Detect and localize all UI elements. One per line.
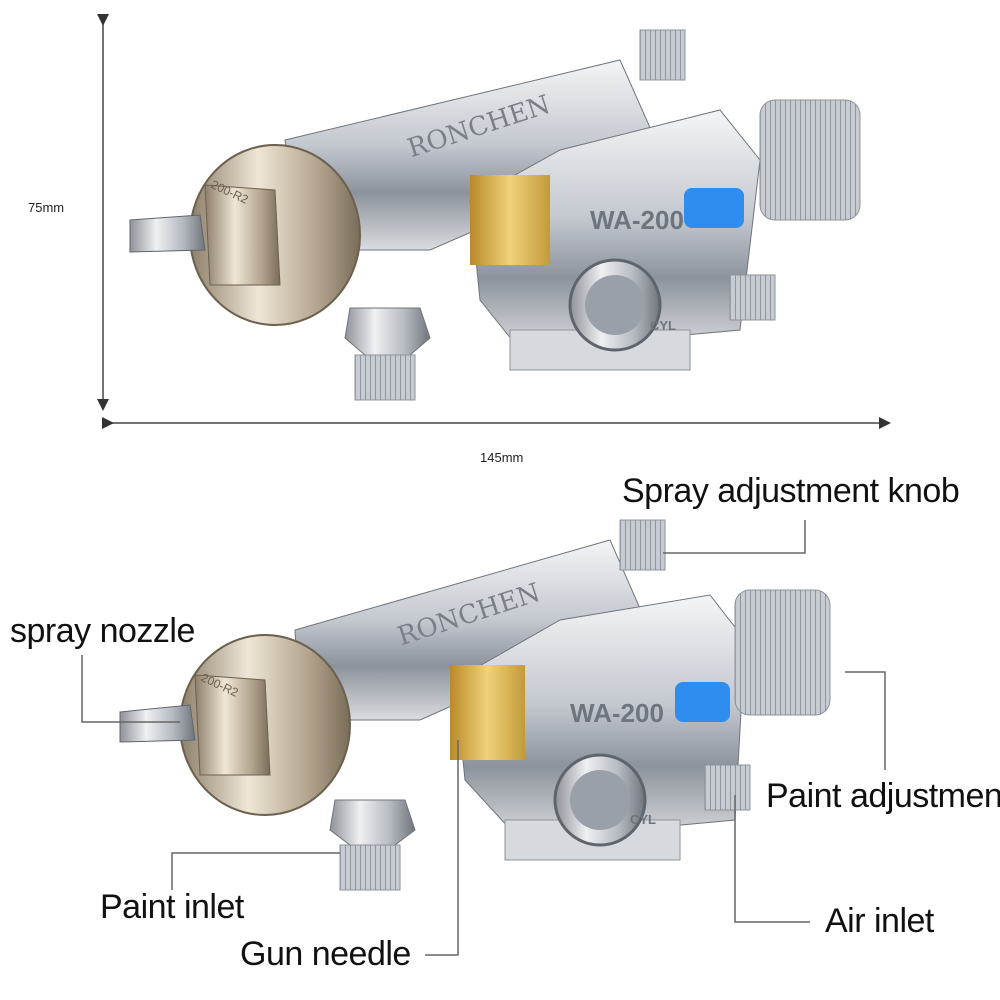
callout-spray-adjustment-knob: Spray adjustment knob	[622, 472, 960, 510]
callout-paint-adjustment: Paint adjustment	[766, 777, 1000, 815]
model-marking-top: WA-200	[590, 205, 684, 235]
leader-spray-nozzle	[81, 655, 180, 723]
leader-spray-knob	[663, 520, 806, 554]
callout-air-inlet: Air inlet	[825, 902, 934, 940]
gun-body-top	[129, 29, 861, 401]
body-marking-top: CYL	[650, 318, 676, 333]
callout-spray-nozzle: spray nozzle	[10, 612, 195, 650]
leader-gun-needle	[425, 740, 459, 956]
callout-paint-inlet: Paint inlet	[100, 888, 244, 926]
leader-paint-adjustment	[845, 671, 886, 770]
leader-paint-inlet	[171, 852, 340, 890]
leader-air-inlet	[734, 795, 810, 923]
body-marking-bottom: CYL	[630, 812, 656, 827]
gun-body-bottom	[119, 519, 831, 891]
callout-gun-needle: Gun needle	[240, 935, 411, 973]
width-dimension-label: 145mm	[480, 450, 524, 465]
model-marking-bottom: WA-200	[570, 698, 664, 728]
height-dimension-label: 75mm	[28, 200, 65, 215]
callout-leaders	[81, 520, 886, 956]
